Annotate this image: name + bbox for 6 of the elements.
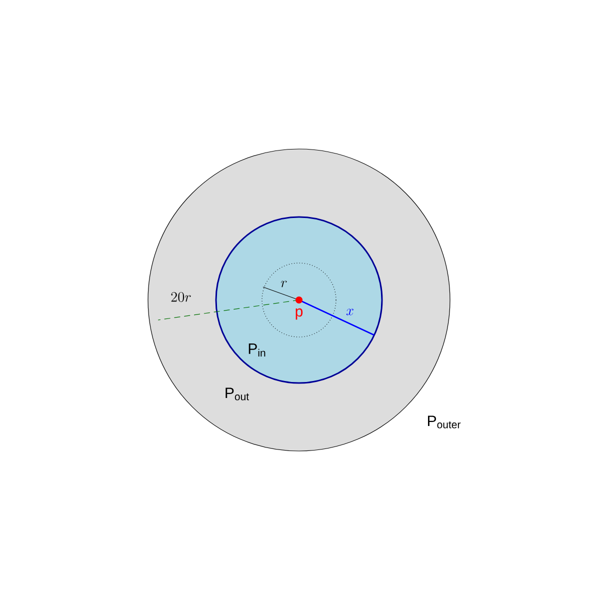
dimension-label: $20r$: [171, 292, 191, 302]
dimension-label: $x$: [346, 308, 354, 316]
dimension-label: $r$: [281, 280, 287, 288]
point-label: p: [296, 308, 303, 320]
dotted-circle: [262, 262, 336, 338]
point-dot: [296, 296, 302, 304]
